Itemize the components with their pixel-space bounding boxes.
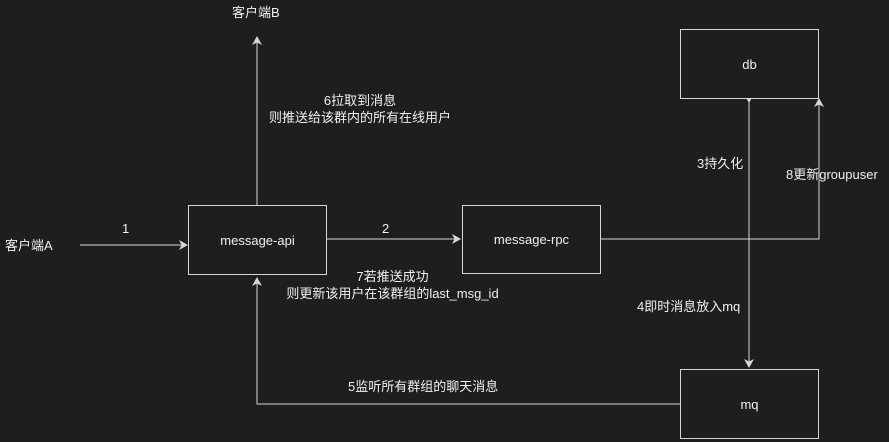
message-rpc-label: message-rpc [493, 232, 570, 247]
edge-label-step1: 1 [122, 221, 130, 236]
edge-label-step6: 6拉取到消息 则推送给该群内的所有在线用户 [255, 92, 465, 126]
edge-label-step7: 7若推送成功 则更新该用户在该群组的last_msg_id [270, 268, 515, 302]
edge-label-step5: 5监听所有群组的聊天消息 [348, 379, 499, 394]
client-a-label: 客户端A [5, 238, 53, 253]
edge-mq-to-api [252, 277, 680, 405]
db-box[interactable]: db [680, 29, 819, 99]
message-rpc-box[interactable]: message-rpc [462, 205, 601, 274]
edge-label-step3: 3持久化 [697, 156, 744, 171]
client-b-label: 客户端B [232, 5, 280, 20]
message-api-box[interactable]: message-api [188, 205, 327, 275]
mq-box[interactable]: mq [680, 369, 819, 439]
mq-label: mq [740, 396, 759, 412]
edge-label-step4: 4即时消息放入mq [637, 299, 741, 314]
db-label: db [742, 56, 757, 72]
edge-label-step6-line2: 则推送给该群内的所有在线用户 [268, 110, 451, 125]
edge-rpc-to-db [601, 98, 824, 240]
edge-label-step2: 2 [382, 221, 390, 236]
edge-label-step8: 8更新groupuser [786, 167, 878, 182]
edge-label-step7-line1: 7若推送成功 [356, 269, 429, 284]
edge-label-step7-line2: 则更新该用户在该群组的last_msg_id [286, 286, 499, 301]
message-api-label: message-api [220, 232, 295, 248]
edge-label-step6-line1: 6拉取到消息 [323, 93, 397, 108]
